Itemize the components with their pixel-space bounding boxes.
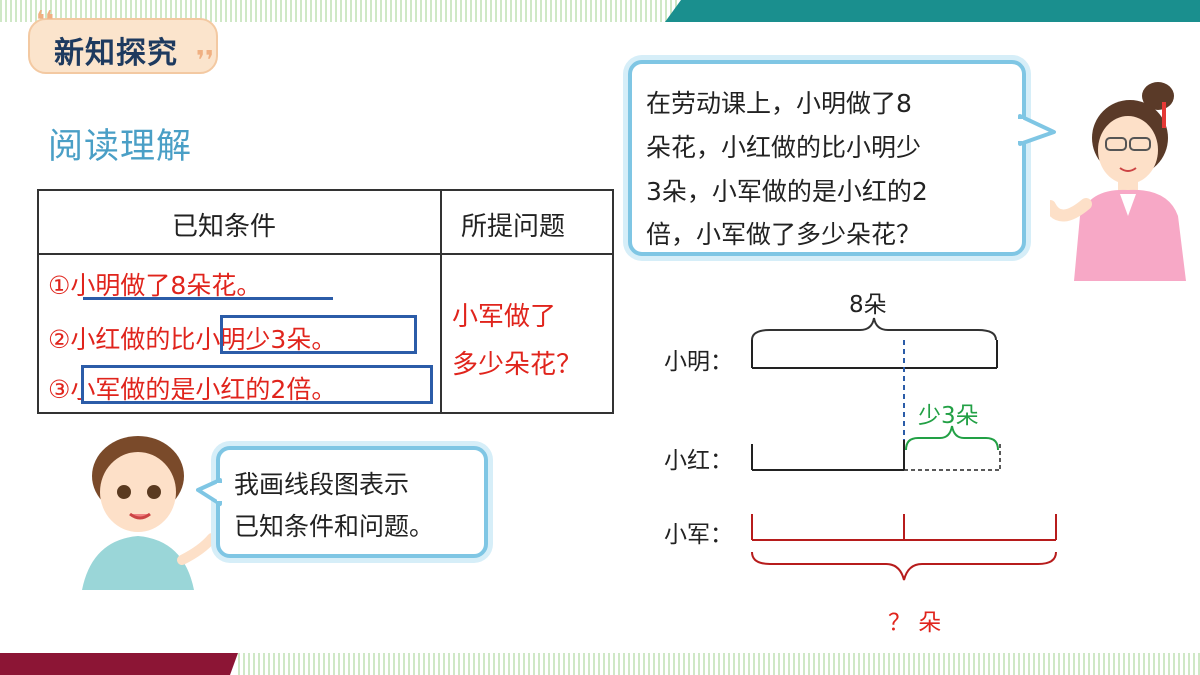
xiaojun-segment xyxy=(751,514,1057,541)
top-stripe-decoration xyxy=(0,0,680,22)
top-teal-bar xyxy=(665,0,1200,22)
col-header-conditions: 已知条件 xyxy=(172,212,277,242)
teacher-text-line-4: 倍，小军做了多少朵花？ xyxy=(646,220,922,249)
question-line-2: 多少朵花？ xyxy=(452,350,583,380)
xiaoming-total-label: 8朵 xyxy=(849,292,887,318)
teacher-text-line-2: 朵花，小红做的比小明少 xyxy=(646,133,922,162)
page-subtitle: 阅读理解 xyxy=(48,127,193,167)
label-xiaoming: 小明： xyxy=(664,349,733,375)
teacher-bubble-tail xyxy=(1018,114,1056,146)
xiaoming-segment xyxy=(751,340,998,369)
line-segment-diagram xyxy=(751,317,1057,581)
difference-label: 少3朵 xyxy=(918,403,979,429)
teacher-text-line-1: 在劳动课上，小明做了8 xyxy=(646,89,912,118)
condition-2: ②小红做的比小明少3朵。 xyxy=(48,325,337,354)
bottom-maroon-bar xyxy=(0,653,238,675)
student-speech-bubble xyxy=(216,446,488,558)
student-text-line-2: 已知条件和问题。 xyxy=(234,512,435,541)
condition-3: ③小军做的是小红的2倍。 xyxy=(48,375,337,404)
conditions-table xyxy=(37,189,614,414)
label-xiaohong: 小红： xyxy=(664,448,733,474)
xiaohong-dashed-extension xyxy=(904,444,1001,471)
difference-brace xyxy=(905,425,999,451)
condition-3-highlight-box xyxy=(81,365,433,404)
condition-2-highlight-box xyxy=(220,315,417,354)
section-title: 新知探究 xyxy=(54,36,178,71)
section-badge xyxy=(28,18,218,74)
open-quote-icon: ❛❛ xyxy=(36,6,55,36)
student-illustration xyxy=(82,436,217,590)
xiaojun-total-brace xyxy=(751,551,1057,581)
condition-1-underline xyxy=(83,297,333,300)
bottom-stripe-decoration xyxy=(238,653,1200,675)
col-header-question: 所提问题 xyxy=(461,212,566,242)
question-line-1: 小军做了 xyxy=(452,302,557,332)
student-bubble-tail xyxy=(196,478,222,506)
teacher-illustration xyxy=(1050,82,1186,281)
teacher-text-line-3: 3朵，小军做的是小红的2 xyxy=(646,177,928,206)
xiaoming-total-brace xyxy=(751,317,997,341)
close-quote-icon: ❜❜ xyxy=(196,46,215,76)
table-col-divider xyxy=(440,189,442,414)
condition-1: ①小明做了8朵花。 xyxy=(48,271,262,300)
table-row-divider xyxy=(37,253,614,255)
xiaohong-segment xyxy=(751,440,905,471)
teacher-speech-bubble xyxy=(628,60,1026,256)
student-text-line-1: 我画线段图表示 xyxy=(234,470,410,499)
question-label: ？ 朵 xyxy=(888,610,942,636)
label-xiaojun: 小军： xyxy=(664,522,733,548)
